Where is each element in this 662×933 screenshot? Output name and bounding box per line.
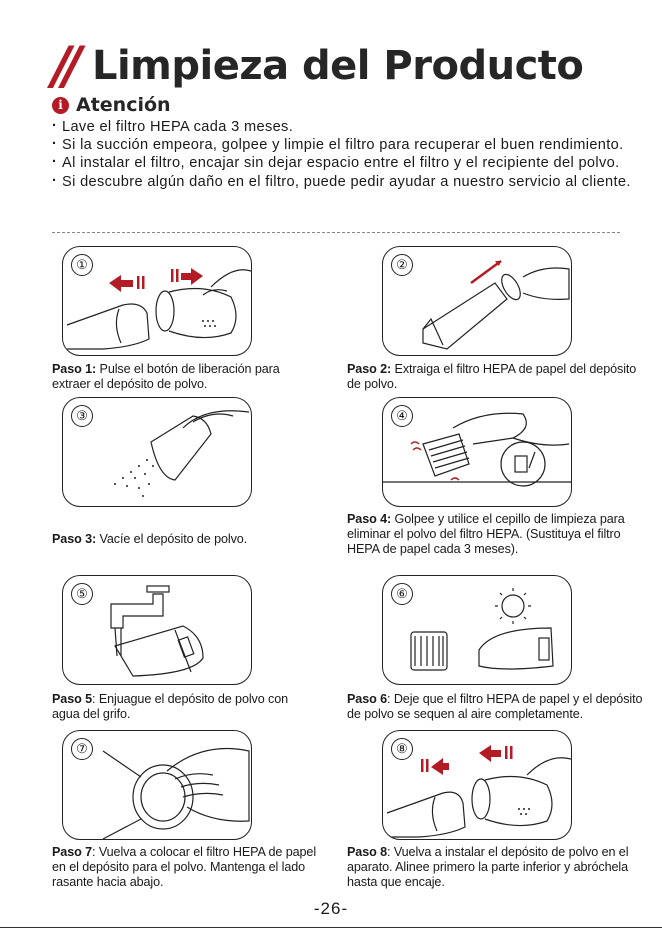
step-label: Paso 6 bbox=[347, 692, 388, 706]
step-2-caption: Paso 2: Extraiga el filtro HEPA de papel… bbox=[347, 362, 647, 392]
step-8-illustration: ⑧ bbox=[382, 730, 572, 840]
step-number: ⑧ bbox=[391, 738, 413, 760]
step-text: : Vuelva a colocar el filtro HEPA de pap… bbox=[52, 845, 317, 889]
step-number: ⑤ bbox=[71, 583, 93, 605]
step-7-illustration: ⑦ bbox=[62, 730, 252, 840]
step-text: : Deje que el filtro HEPA de papel y el … bbox=[347, 692, 643, 721]
step-text: Pulse el botón de liberación para extrae… bbox=[52, 362, 280, 391]
step-8-caption: Paso 8: Vuelva a instalar el depósito de… bbox=[347, 845, 647, 890]
bottom-rule bbox=[0, 927, 662, 928]
note-item: Si descubre algún daño en el filtro, pue… bbox=[52, 172, 642, 191]
step-label: Paso 1: bbox=[52, 362, 97, 376]
step-label: Paso 4: bbox=[347, 512, 392, 526]
note-item: Al instalar el filtro, encajar sin dejar… bbox=[52, 153, 642, 172]
attention-notes: Lave el filtro HEPA cada 3 meses. Si la … bbox=[52, 117, 642, 191]
step-number: ② bbox=[391, 254, 413, 276]
page-title: Limpieza del Producto bbox=[91, 43, 584, 89]
attention-heading: i Atención bbox=[52, 94, 171, 116]
vacuum-release-icon bbox=[66, 268, 251, 350]
note-item: Lave el filtro HEPA cada 3 meses. bbox=[52, 117, 642, 136]
step-label: Paso 8 bbox=[347, 845, 388, 859]
step-5-illustration: ⑤ bbox=[62, 575, 252, 685]
step-3-illustration: ③ bbox=[62, 397, 252, 507]
section-divider bbox=[52, 232, 620, 233]
step-number: ④ bbox=[391, 405, 413, 427]
filter-removal-icon bbox=[422, 259, 570, 350]
air-dry-icon bbox=[410, 588, 554, 671]
step-number: ⑥ bbox=[391, 583, 413, 605]
step-1-illustration: ① bbox=[62, 246, 252, 356]
step-text: Vacíe el depósito de polvo. bbox=[99, 532, 248, 546]
step-number: ③ bbox=[71, 405, 93, 427]
title-slash-mark: // bbox=[52, 36, 82, 96]
attention-label: Atención bbox=[76, 94, 171, 116]
step-text: Extraiga el filtro HEPA de papel del dep… bbox=[347, 362, 637, 391]
step-7-caption: Paso 7: Vuelva a colocar el filtro HEPA … bbox=[52, 845, 317, 890]
dust-empty-icon bbox=[114, 410, 250, 497]
step-1-caption: Paso 1: Pulse el botón de liberación par… bbox=[52, 362, 317, 392]
info-icon: i bbox=[52, 96, 69, 114]
title-row: // Limpieza del Producto bbox=[52, 36, 584, 96]
step-text: : Enjuague el depósito de polvo con agua… bbox=[52, 692, 289, 721]
step-label: Paso 5 bbox=[52, 692, 93, 706]
step-label: Paso 7 bbox=[52, 845, 93, 859]
step-number: ⑦ bbox=[71, 738, 93, 760]
step-5-caption: Paso 5: Enjuague el depósito de polvo co… bbox=[52, 692, 317, 722]
vacuum-reassemble-icon bbox=[386, 745, 571, 838]
step-number: ① bbox=[71, 254, 93, 276]
filter-insert-icon bbox=[102, 748, 250, 839]
filter-brush-icon bbox=[383, 412, 571, 487]
step-6-illustration: ⑥ bbox=[382, 575, 572, 685]
step-text: : Vuelva a instalar el depósito de polvo… bbox=[347, 845, 629, 889]
step-3-caption: Paso 3: Vacíe el depósito de polvo. bbox=[52, 532, 317, 547]
step-2-illustration: ② bbox=[382, 246, 572, 356]
step-text: Golpee y utilice el cepillo de limpieza … bbox=[347, 512, 625, 556]
step-6-caption: Paso 6: Deje que el filtro HEPA de papel… bbox=[347, 692, 647, 722]
step-label: Paso 2: bbox=[347, 362, 392, 376]
step-4-caption: Paso 4: Golpee y utilice el cepillo de l… bbox=[347, 512, 647, 557]
page-number: -26- bbox=[313, 899, 349, 918]
step-label: Paso 3: bbox=[52, 532, 97, 546]
note-item: Si la succión empeora, golpee y limpie e… bbox=[52, 135, 642, 154]
faucet-rinse-icon bbox=[110, 585, 204, 677]
step-4-illustration: ④ bbox=[382, 397, 572, 507]
